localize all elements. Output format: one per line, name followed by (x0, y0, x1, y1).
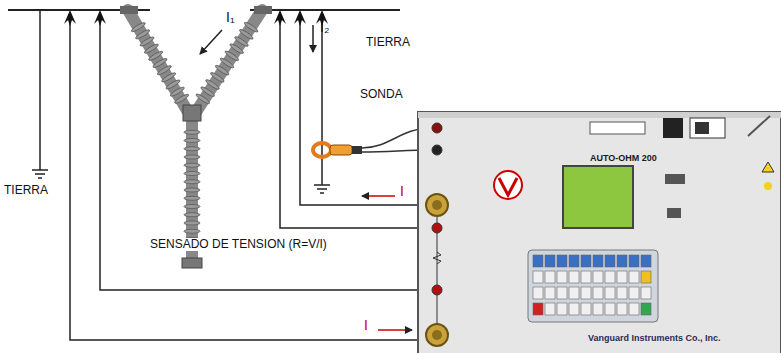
insulator-rib (184, 188, 200, 192)
current-arrow (362, 195, 395, 197)
insulator-rib (184, 180, 200, 184)
keypad-key (569, 255, 579, 267)
keypad-key (641, 287, 651, 299)
keypad-key (545, 287, 555, 299)
keypad-key (545, 303, 555, 315)
keypad-key (533, 303, 543, 315)
insulator-rib (184, 205, 200, 209)
annotation-label: TIERRA (366, 36, 410, 49)
annotation-label: TIERRA (4, 184, 48, 197)
keypad-key (557, 303, 567, 315)
keypad-key (605, 303, 615, 315)
annotation-label: I (400, 184, 404, 199)
keypad-key (581, 303, 591, 315)
insulator-rib (184, 147, 200, 151)
keypad-key (593, 287, 603, 299)
test-instrument (418, 112, 781, 353)
keypad-key (569, 287, 579, 299)
keypad-key (593, 271, 603, 283)
keypad-key (641, 255, 651, 267)
annotation-label: SONDA (360, 88, 403, 101)
insulator-rib (195, 93, 211, 105)
keypad-key (605, 255, 615, 267)
ground-wire (39, 10, 41, 170)
keypad-key (569, 271, 579, 283)
keypad-key (533, 271, 543, 283)
insulator-rib (184, 130, 200, 134)
keypad-key (557, 271, 567, 283)
current-arrow (378, 329, 412, 331)
insulator-rib (184, 163, 200, 167)
keypad-key (617, 271, 627, 283)
insulator-rib (184, 155, 200, 159)
keypad-key (569, 303, 579, 315)
keypad-key (605, 287, 615, 299)
keypad-key (533, 255, 543, 267)
disconnect-switch (120, 6, 272, 268)
keypad-key (629, 303, 639, 315)
keypad-key (629, 287, 639, 299)
keypad-key (593, 255, 603, 267)
current-probe (313, 128, 432, 157)
keypad-key (617, 303, 627, 315)
keypad-key (617, 287, 627, 299)
model-name: AUTO-OHM 200 (590, 154, 657, 164)
insulator-rib (184, 139, 200, 143)
bus-bar (250, 9, 400, 11)
keypad-key (581, 255, 591, 267)
insulator-rib (184, 213, 200, 217)
keypad-key (557, 287, 567, 299)
insulator-rib (174, 93, 190, 105)
keypad-key (545, 255, 555, 267)
insulator-rib (184, 229, 200, 233)
ground-symbol (32, 170, 48, 178)
annotation-label: I (364, 318, 368, 333)
keypad-key (641, 303, 651, 315)
keypad-key (557, 255, 567, 267)
test-lead (70, 22, 431, 340)
keypad-key (581, 271, 591, 283)
keypad-key (581, 287, 591, 299)
measurement-label: SENSADO DE TENSION (R=V/I) (148, 238, 329, 251)
insulator-rib (184, 221, 200, 225)
keypad-key (629, 271, 639, 283)
alligator-clamp (64, 10, 328, 26)
keypad-key (545, 271, 555, 283)
ground-symbol (314, 185, 330, 193)
instrument-panel: AUTO-OHM 200Vanguard Instruments Co., In… (418, 112, 781, 353)
keypad-key (629, 255, 639, 267)
current-arrow (312, 25, 314, 52)
keypad-key (617, 255, 627, 267)
brand-name: Vanguard Instruments Co., Inc. (588, 334, 721, 344)
keypad-key (533, 287, 543, 299)
keypad-key (641, 271, 651, 283)
keypad-key (593, 303, 603, 315)
keypad-key (605, 271, 615, 283)
annotation-label: I₁ (226, 10, 235, 25)
insulator-rib (184, 196, 200, 200)
annotation-label: I₂ (320, 20, 329, 35)
insulator-rib (184, 172, 200, 176)
current-arrow (200, 30, 222, 54)
